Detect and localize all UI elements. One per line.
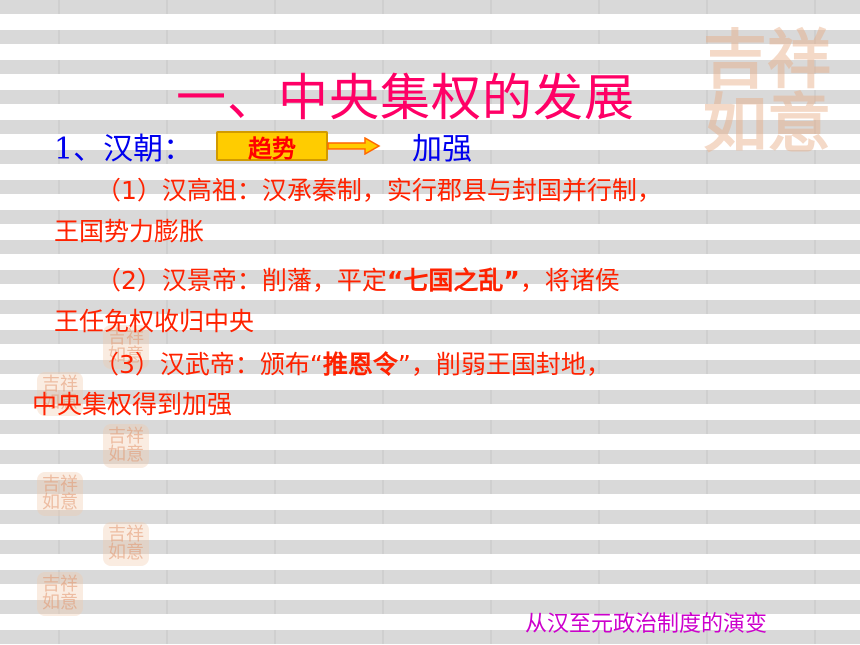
watermark-stamp-large: 吉祥如意 [703, 23, 831, 162]
trend-badge: 趋势 [216, 131, 328, 163]
section-label: 1、汉朝： [54, 132, 194, 167]
slide-title: 一、中央集权的发展 [176, 69, 635, 127]
background-guide [598, 0, 600, 645]
watermark-stamp: 吉祥如意 [37, 472, 83, 516]
background-guide [490, 0, 492, 645]
item-2-line-1: （2）汉景帝：削藩，平定“七国之乱”，将诸侯 [96, 261, 620, 297]
item-1-line-2: 王国势力膨胀 [54, 217, 205, 246]
watermark-stamp: 吉祥如意 [37, 372, 83, 416]
item-3-text-a: （3）汉武帝：颁布“ [94, 350, 323, 379]
background-guide [58, 0, 60, 645]
background-guide [274, 0, 276, 645]
item-3-line-1: （3）汉武帝：颁布“推恩令”，削弱王国封地， [94, 345, 611, 381]
item-2-text-c: ，将诸侯 [519, 266, 620, 295]
background-guide [814, 0, 816, 645]
footer-caption: 从汉至元政治制度的演变 [525, 612, 768, 637]
watermark-stamp: 吉祥如意 [103, 325, 149, 369]
item-2-line-2: 王任免权收归中央 [54, 307, 255, 336]
item-2-text-a: （2）汉景帝：削藩，平定 [96, 266, 387, 295]
watermark-stamp: 吉祥如意 [103, 424, 149, 468]
item-3-line-2: 中央集权得到加强 [32, 390, 233, 419]
arrow-right-icon [327, 137, 381, 155]
item-1-line-1: （1）汉高祖：汉承秦制，实行郡县与封国并行制， [96, 176, 662, 205]
background-guide [382, 0, 384, 645]
background-guide [706, 0, 708, 645]
watermark-stamp: 吉祥如意 [37, 572, 83, 616]
item-2-emphasis: “七国之乱” [386, 266, 520, 295]
item-3-emphasis: 推恩令 [322, 350, 398, 379]
section-result: 加强 [412, 132, 472, 167]
background-guide [166, 0, 168, 645]
watermark-stamp: 吉祥如意 [103, 522, 149, 566]
item-3-text-c: ”，削弱王国封地， [397, 350, 611, 379]
